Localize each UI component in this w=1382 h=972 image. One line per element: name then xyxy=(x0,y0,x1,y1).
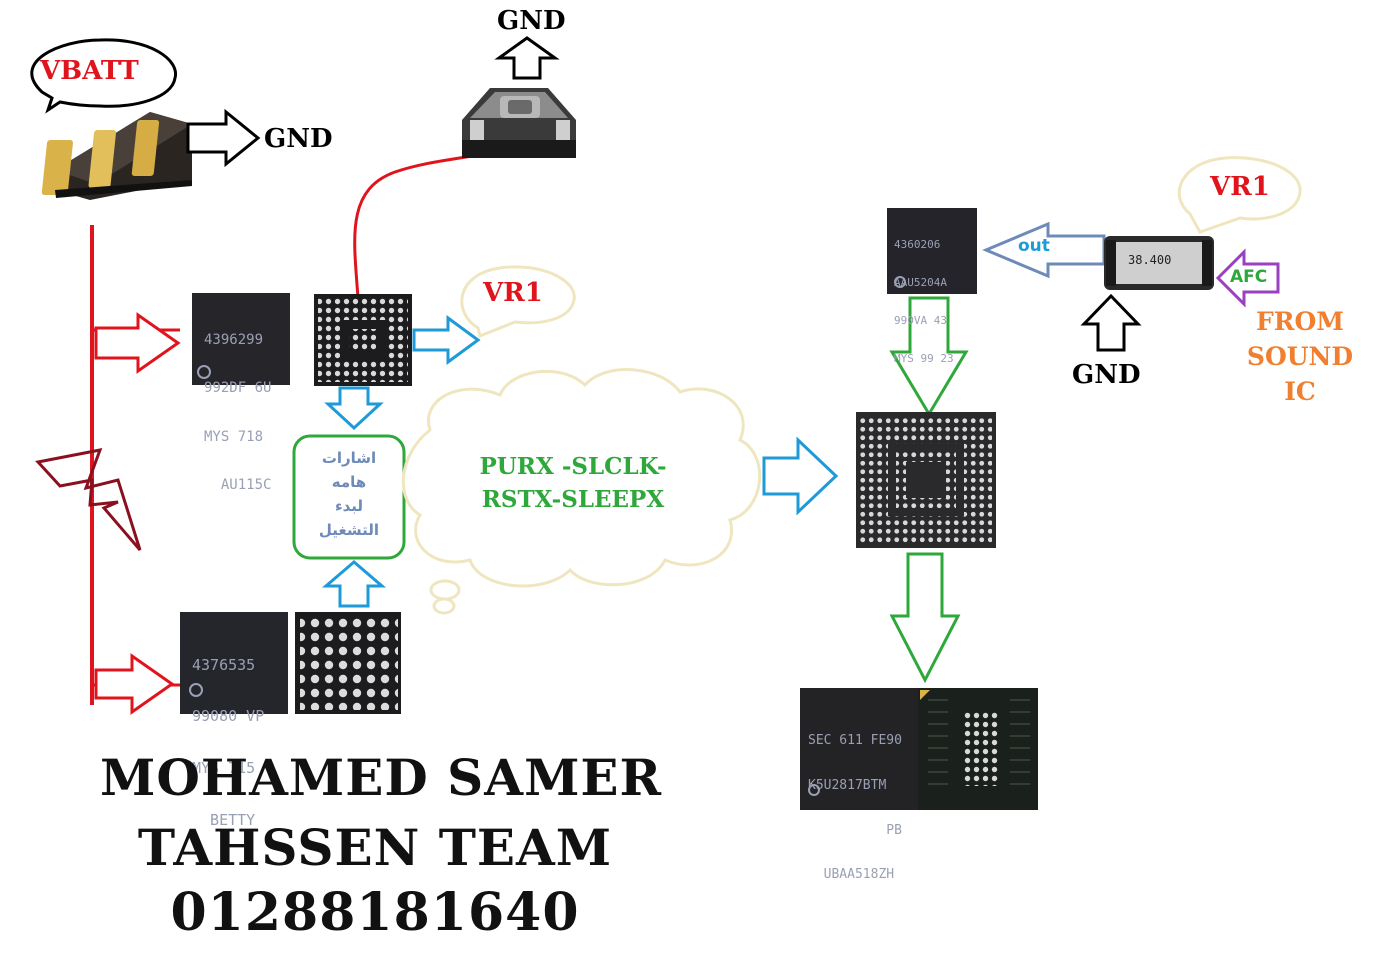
black-up-arrow-icon xyxy=(494,36,560,80)
cpu-chip-image xyxy=(856,412,996,548)
signals-line: RSTX-SLEEPX xyxy=(481,486,665,513)
black-up-arrow-icon xyxy=(1080,293,1142,352)
power-ic-top-marking xyxy=(192,293,290,385)
from-sound-ic-line: IC xyxy=(1284,377,1316,406)
power-ic-bottom-balls xyxy=(295,612,401,714)
chip-line: K5U2817BTM xyxy=(808,777,887,793)
green-down-arrow-icon xyxy=(889,552,961,684)
chip-line: AU115C xyxy=(204,477,272,494)
crystal-oscillator-image xyxy=(1104,236,1214,290)
green-down-arrow-icon xyxy=(889,296,969,417)
power-ic-top-text: 4396299 992DF 6U MYS 718 AU115C xyxy=(204,300,271,525)
thought-cloud-shape xyxy=(401,368,762,615)
vbatt-label: VBATT xyxy=(40,56,139,86)
chip-line: MYS 718 xyxy=(204,428,264,445)
vr1-bubble-shape xyxy=(460,265,576,339)
arabic-note-line: لبدء xyxy=(334,497,364,515)
chip-line: BETTY xyxy=(192,810,256,829)
power-ic-bottom-marking xyxy=(180,612,288,714)
power-ic-bottom-text: 4376535 99080 VP MYS 715 BETTY xyxy=(192,622,264,864)
rf-ic-marking xyxy=(887,208,977,294)
gnd-switch-label: GND xyxy=(497,6,566,36)
afc-arrow-icon xyxy=(1215,248,1280,308)
afc-label: AFC xyxy=(1230,267,1268,287)
arabic-note-text: اشارات هامه لبدء التشغيل xyxy=(298,446,400,542)
from-sound-ic-label: FROM SOUND IC xyxy=(1240,304,1360,409)
power-switch-image xyxy=(462,88,576,158)
chip-line: 4376535 xyxy=(192,655,256,674)
lightning-icon xyxy=(35,448,142,551)
signals-line: PURX -SLCLK- xyxy=(479,453,667,480)
chip-line: 4360206 xyxy=(894,238,941,252)
vr1-top-label: VR1 xyxy=(483,278,543,308)
speech-bubble-shape xyxy=(30,38,177,114)
blue-down-arrow-icon xyxy=(324,386,384,431)
signals-text: PURX -SLCLK- RSTX-SLEEPX xyxy=(458,450,688,516)
credit-name: MOHAMED SAMER xyxy=(100,748,663,807)
power-line xyxy=(90,225,180,705)
battery-connector-image xyxy=(41,112,192,200)
memory-text: SEC 611 FE90 K5U2817BTM PB UBAA518ZH xyxy=(808,704,902,913)
chip-line: 990VA 43 xyxy=(894,314,947,328)
crystal-text: 38.400 xyxy=(1128,253,1172,267)
vr1-oscillator-label: VR1 xyxy=(1210,172,1270,202)
memory-balls-image xyxy=(918,688,1038,810)
arabic-note-line: التشغيل xyxy=(318,521,380,539)
red-arrow-icon xyxy=(94,653,175,715)
chip-line: AAU5204A xyxy=(894,276,947,290)
rf-ic-text: 4360206 AAU5204A 990VA 43 MYS 99 23 xyxy=(894,214,954,391)
chip-line: MYS 99 23 xyxy=(894,352,954,366)
credit-team: TAHSSEN TEAM xyxy=(137,818,613,877)
vr1-bubble-shape xyxy=(1177,156,1302,234)
power-ic-top-balls xyxy=(314,294,412,386)
blue-up-arrow-icon xyxy=(321,560,387,608)
arabic-note-line: هامه xyxy=(331,473,367,491)
from-sound-ic-line: SOUND xyxy=(1246,342,1354,371)
arabic-note-box xyxy=(292,434,406,560)
chip-line: MYS 715 xyxy=(192,759,256,777)
chip-line: 992DF 6U xyxy=(204,380,272,397)
gnd-battery-label: GND xyxy=(264,124,333,154)
from-sound-ic-line: FROM xyxy=(1256,307,1344,336)
red-arrow-icon xyxy=(94,312,181,374)
chip-line: PB xyxy=(808,822,902,838)
blue-arrow-icon xyxy=(762,436,839,516)
black-arrow-icon xyxy=(186,108,261,168)
chip-line: UBAA518ZH xyxy=(808,867,895,883)
gnd-oscillator-label: GND xyxy=(1072,360,1141,390)
chip-line: SEC 611 FE90 xyxy=(808,732,902,748)
credit-phone: 01288181640 xyxy=(170,882,580,943)
chip-line: 4396299 xyxy=(204,332,264,349)
out-arrow-icon xyxy=(982,221,1106,279)
out-label: out xyxy=(1018,236,1050,256)
blue-arrow-icon xyxy=(412,315,481,365)
chip-line: 99080 VP xyxy=(192,707,265,726)
arabic-note-line: اشارات xyxy=(321,449,377,467)
